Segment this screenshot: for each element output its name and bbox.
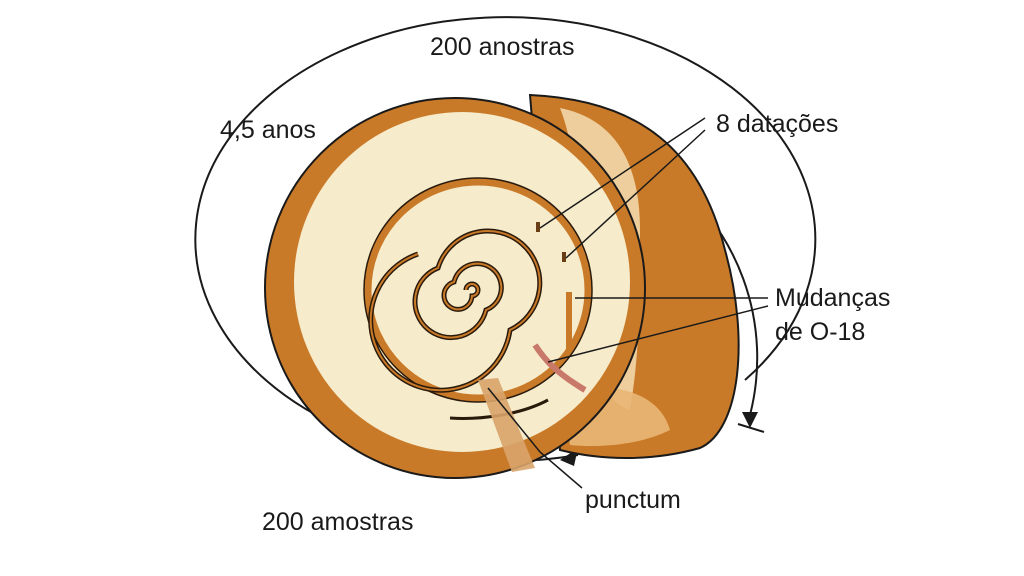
dating-marker-1 xyxy=(536,222,540,232)
leader-o18-2 xyxy=(547,305,769,363)
leader-punctum xyxy=(487,387,583,489)
leader-datacoes-1 xyxy=(539,117,706,229)
label-left-top: 4,5 anos xyxy=(220,116,316,144)
arc-end-tick xyxy=(737,423,765,433)
whorl-2-line xyxy=(363,177,593,403)
label-right-top: 8 datações xyxy=(716,110,838,138)
spiral-line-brown xyxy=(369,229,541,392)
label-right-middle-2: de O-18 xyxy=(775,318,865,346)
label-right-middle-1: Mudanças xyxy=(775,284,890,312)
o18-band xyxy=(566,292,572,352)
dating-marker-2 xyxy=(562,252,566,262)
whorl-2 xyxy=(364,178,592,402)
punctum-band xyxy=(478,378,535,472)
o18-change-mark xyxy=(532,343,587,393)
leader-datacoes-2 xyxy=(565,129,706,259)
label-top: 200 anostras xyxy=(430,33,575,61)
label-bottom-right: punctum xyxy=(585,486,681,514)
shell-disc-inner xyxy=(294,112,630,452)
label-bottom-left: 200 amostras xyxy=(262,508,413,536)
arrow-head-right xyxy=(742,412,758,428)
